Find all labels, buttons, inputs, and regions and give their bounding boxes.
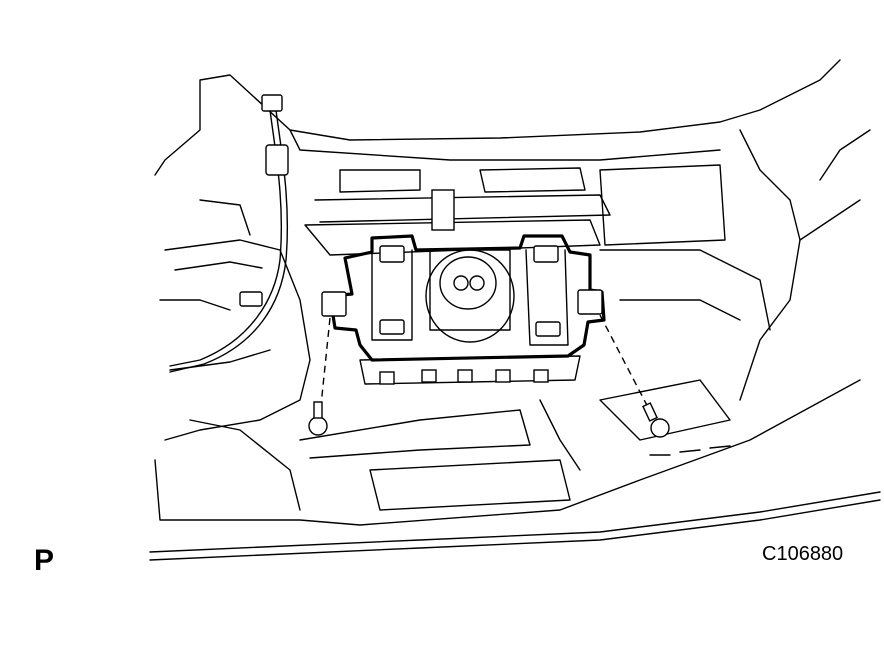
- corner-label: P: [34, 544, 55, 577]
- right-bolt: [599, 314, 670, 438]
- figure-code: C106880: [762, 543, 844, 565]
- lower-console: [299, 249, 771, 511]
- wire-harness: [169, 94, 289, 373]
- left-bolt: [308, 317, 331, 436]
- dashboard-outline: [149, 59, 881, 561]
- shift-lever-assembly: [321, 234, 606, 385]
- upper-console: [304, 164, 726, 256]
